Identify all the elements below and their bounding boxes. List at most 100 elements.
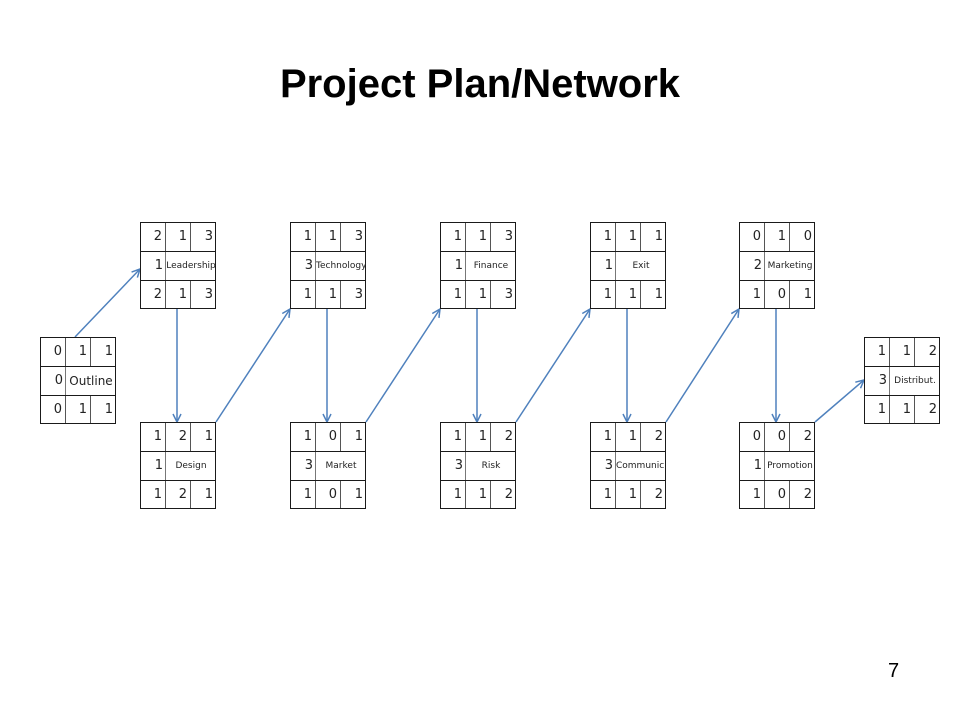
node-bottom-row-cell: 1 xyxy=(316,281,341,308)
node-top-row-cell: 3 xyxy=(354,229,363,244)
node-top-row-cell: 1 xyxy=(354,429,363,444)
node-top-row-cell: 1 xyxy=(166,223,191,251)
node-bottom-row-cell: 1 xyxy=(291,481,316,508)
node-top-row-cell: 1 xyxy=(291,223,316,251)
node-bottom-row-cell: 1 xyxy=(441,481,466,508)
node-label: Leadership xyxy=(166,261,216,271)
slide-title: Project Plan/Network xyxy=(279,62,681,106)
node-bottom-row-cell: 2 xyxy=(654,487,663,502)
node-bottom-row-cell: 2 xyxy=(928,402,937,417)
node-top-row-cell: 2 xyxy=(166,423,191,451)
node-duration: 1 xyxy=(141,252,166,280)
node-duration: 1 xyxy=(740,452,765,480)
node-top-row-cell: 1 xyxy=(104,344,113,359)
node-bottom-row-cell: 1 xyxy=(591,481,616,508)
node-duration: 1 xyxy=(441,252,466,280)
node-top-row-cell: 0 xyxy=(765,423,790,451)
edge-market-to-finance xyxy=(365,309,440,423)
node-bottom-row-cell: 1 xyxy=(354,487,363,502)
node-top-row-cell: 0 xyxy=(316,423,341,451)
node-top-row-cell: 2 xyxy=(928,344,937,359)
node-duration: 1 xyxy=(141,452,166,480)
node-bottom-row-cell: 3 xyxy=(354,287,363,302)
node-top-row-cell: 0 xyxy=(740,423,765,451)
edge-communic-to-marketing xyxy=(665,309,739,423)
node-label: Distribut. xyxy=(894,376,936,386)
node-top-row-cell: 2 xyxy=(504,429,513,444)
node-top-row-cell: 1 xyxy=(591,223,616,251)
node-top-row-cell: 1 xyxy=(865,338,890,366)
node-top-row-cell: 0 xyxy=(41,338,66,366)
node-label: Marketing xyxy=(767,261,813,271)
node-top-row-cell: 1 xyxy=(291,423,316,451)
node-top-row-cell: 2 xyxy=(654,429,663,444)
node-bottom-row-cell: 1 xyxy=(740,481,765,508)
node-label: Market xyxy=(325,461,357,471)
node-bottom-row-cell: 1 xyxy=(166,281,191,308)
node-top-row-cell: 1 xyxy=(654,229,663,244)
node-duration: 1 xyxy=(591,252,616,280)
node-duration: 0 xyxy=(41,367,66,395)
node-bottom-row-cell: 2 xyxy=(141,281,166,308)
node-bottom-row-cell: 1 xyxy=(616,281,641,308)
node-label: Finance xyxy=(473,261,509,271)
node-top-row-cell: 1 xyxy=(616,423,641,451)
node-top-row-cell: 1 xyxy=(204,429,213,444)
node-bottom-row-cell: 1 xyxy=(466,481,491,508)
node-top-row-cell: 1 xyxy=(66,338,91,366)
edge-risk-to-exit xyxy=(515,309,590,423)
page-number: 7 xyxy=(888,660,900,682)
node-top-row-cell: 0 xyxy=(740,223,765,251)
node-bottom-row-cell: 1 xyxy=(591,281,616,308)
node-duration: 3 xyxy=(865,367,890,395)
node-duration: 3 xyxy=(291,252,316,280)
node-bottom-row-cell: 1 xyxy=(616,481,641,508)
node-bottom-row-cell: 1 xyxy=(291,281,316,308)
edge-outline-to-leadership xyxy=(74,269,140,338)
node-bottom-row-cell: 3 xyxy=(204,287,213,302)
node-top-row-cell: 1 xyxy=(591,423,616,451)
node-top-row-cell: 1 xyxy=(316,223,341,251)
node-bottom-row-cell: 1 xyxy=(803,287,812,302)
node-middle-row: 3 Distribut. xyxy=(865,367,939,395)
node-top-row-cell: 2 xyxy=(141,223,166,251)
node-bottom-row-cell: 2 xyxy=(803,487,812,502)
node-bottom-row-cell: 2 xyxy=(504,487,513,502)
node-label: Design xyxy=(175,461,207,471)
node-top-row-cell: 1 xyxy=(616,223,641,251)
node-top-row-cell: 0 xyxy=(803,229,812,244)
node-bottom-row-cell: 1 xyxy=(104,402,113,417)
